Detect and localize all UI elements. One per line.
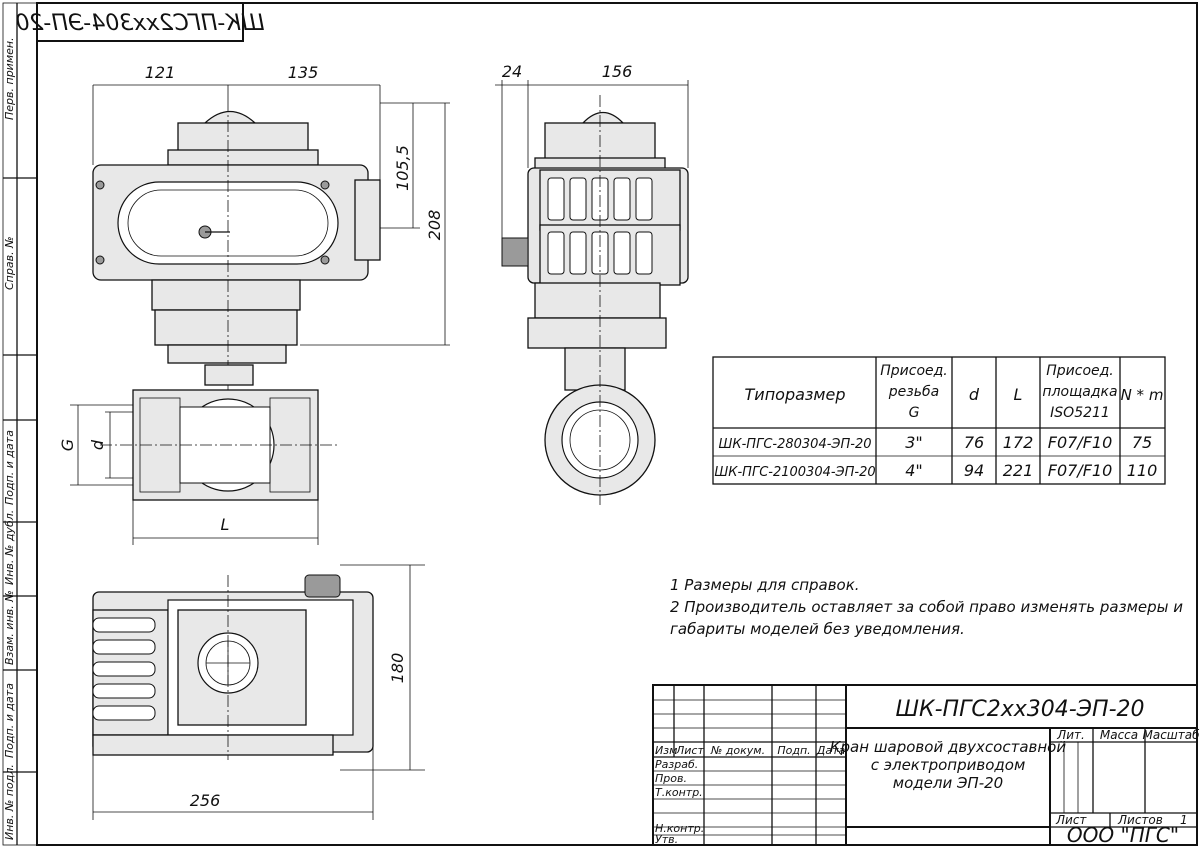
side-dims: 24 156	[495, 62, 689, 238]
th-prisoed-3: G	[909, 405, 920, 421]
tb-listov: Листов	[1117, 813, 1163, 827]
td-r1-c5: F07/F10	[1048, 433, 1113, 452]
tb-lit: Лит.	[1056, 728, 1085, 742]
td-r1-c1: ШК-ПГС-280304-ЭП-20	[718, 437, 871, 452]
th-iso-2: площадка	[1042, 384, 1117, 400]
note-2: 2 Производитель оставляет за собой право…	[670, 598, 1183, 616]
dim-g: G	[58, 439, 77, 451]
row-razrab: Разраб.	[655, 758, 698, 771]
notes: 1 Размеры для справок. 2 Производитель о…	[670, 576, 1183, 638]
side-label-sprav: Справ. №	[3, 236, 16, 290]
td-r1-c3: 76	[964, 433, 984, 452]
side-label-inv-podl: Инв. № подл.	[3, 764, 16, 840]
tb-masshtab: Масштаб	[1142, 728, 1200, 742]
note-3: габариты моделей без уведомления.	[670, 620, 965, 638]
tb-designation: ШК-ПГС2хх304-ЭП-20	[895, 697, 1144, 722]
th-l: L	[1014, 385, 1023, 404]
side-label-vzam: Взам. инв. №	[3, 590, 16, 665]
th-d: d	[969, 385, 980, 404]
col-list: Лист	[675, 744, 704, 757]
dim-l: L	[221, 515, 230, 534]
th-nm: N * m	[1121, 386, 1164, 404]
td-r2-c2: 4"	[905, 461, 923, 480]
row-tkontr: Т.контр.	[655, 786, 703, 799]
side-label-podp-2: Подп. и дата	[3, 683, 16, 758]
side-label-inv-dubl: Инв. № дубл.	[3, 510, 16, 585]
tb-name-2: с электроприводом	[871, 756, 1026, 774]
title-block: Изм Лист № докум. Подп. Дата Разраб. Про…	[652, 684, 1200, 847]
tb-company: ООО "ПГС"	[1067, 823, 1179, 847]
tb-name-3: модели ЭП-20	[893, 774, 1003, 792]
td-r2-c4: 221	[1003, 461, 1034, 480]
inner-frame	[36, 2, 1198, 846]
td-r2-c1: ШК-ПГС-2100304-ЭП-20	[714, 465, 875, 480]
top-view	[92, 574, 374, 760]
td-r1-c4: 172	[1003, 433, 1034, 452]
front-dims: 121 135 105,5 208 G d L	[58, 63, 450, 545]
dim-156: 156	[602, 62, 633, 81]
dim-d: d	[88, 439, 107, 450]
dim-180: 180	[388, 653, 407, 684]
th-iso-3: ISO5211	[1050, 405, 1110, 421]
th-iso-1: Присоед.	[1046, 363, 1114, 379]
td-r1-c6: 75	[1132, 433, 1152, 452]
row-utv: Утв.	[655, 833, 678, 846]
td-r2-c3: 94	[964, 461, 984, 480]
side-strip: Перв. примен. Справ. № Подп. и дата Инв.…	[3, 3, 37, 845]
row-nkontr: Н.контр.	[655, 822, 704, 835]
dim-121: 121	[145, 63, 176, 82]
side-label-podp-1: Подп. и дата	[3, 430, 16, 505]
th-prisoed-2: резьба	[888, 384, 939, 400]
dim-105-5: 105,5	[393, 145, 412, 191]
valve-section	[100, 364, 340, 501]
dim-135: 135	[288, 63, 319, 82]
dim-208: 208	[425, 210, 444, 241]
tb-listov-value: 1	[1180, 813, 1188, 827]
tb-list: Лист	[1055, 813, 1087, 827]
note-1: 1 Размеры для справок.	[670, 576, 860, 594]
th-tiporazmer: Типоразмер	[745, 385, 846, 404]
th-prisoed-1: Присоед.	[880, 363, 948, 379]
side-view	[501, 95, 689, 505]
top-dims: 256 180	[92, 564, 425, 820]
dim-256: 256	[190, 791, 221, 810]
stamp-code: ШК-ПГС2хх304-ЭП-20	[15, 11, 264, 36]
td-r1-c2: 3"	[905, 433, 923, 452]
col-dokum: № докум.	[710, 744, 765, 757]
td-r2-c6: 110	[1127, 461, 1158, 480]
col-data: Дата	[816, 744, 846, 757]
side-label-perv: Перв. примен.	[3, 37, 16, 120]
spec-table: Типоразмер Присоед. резьба G d L Присоед…	[712, 356, 1166, 485]
dim-24: 24	[502, 62, 522, 81]
mirrored-stamp: ШК-ПГС2хх304-ЭП-20	[15, 2, 265, 42]
front-view	[92, 100, 381, 500]
row-prov: Пров.	[655, 772, 687, 785]
tb-name-1: Кран шаровой двухсоставной	[830, 738, 1066, 756]
col-podp: Подп.	[777, 744, 810, 757]
td-r2-c5: F07/F10	[1048, 461, 1113, 480]
tb-massa: Масса	[1100, 728, 1138, 742]
col-izm: Изм	[655, 744, 677, 757]
